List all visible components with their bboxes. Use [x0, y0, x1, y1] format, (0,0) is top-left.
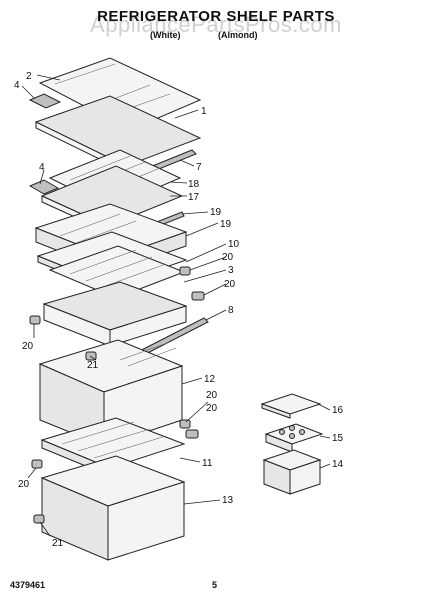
callout-13: 15: [332, 433, 344, 444]
footer-page-number: 5: [212, 580, 218, 590]
callout-20-b: 20: [22, 341, 34, 352]
callout-14: 16: [332, 405, 344, 416]
callout-7: 10: [228, 239, 240, 250]
callout-20-d: 20: [18, 479, 30, 490]
part-19-bracket-mid: [185, 429, 199, 439]
part-13-egg-tray: [264, 423, 324, 453]
callout-19-a: 20: [224, 279, 236, 290]
callout-2: 2: [26, 71, 32, 82]
model-line-white: (White): [150, 30, 181, 40]
diagram-title: REFRIGERATOR SHELF PARTS: [97, 8, 335, 25]
callout-17: 19: [210, 207, 222, 218]
part-21-roller-lower: [33, 514, 45, 524]
part-4-shelf-rail-middle: [28, 179, 60, 195]
callout-numbers: 2 4 1 7 4 18 17 19 19 10 20 3 20 8 20 21…: [14, 71, 344, 549]
model-line-almond: (Almond): [218, 30, 258, 40]
callout-5: 7: [196, 162, 202, 173]
callout-4-top: 4: [14, 80, 20, 91]
callout-12: 14: [332, 459, 344, 470]
callout-16: 18: [188, 179, 200, 190]
callout-15: 17: [188, 192, 200, 203]
callout-8: 11: [202, 458, 213, 469]
crisper-frame: [42, 281, 188, 347]
footer-part-number: 4379461: [10, 580, 46, 590]
part-12-dairy-bin: [262, 449, 322, 495]
callout-19-b: 20: [206, 403, 218, 414]
callout-11: 13: [222, 495, 234, 506]
callout-4-mid: 4: [39, 162, 45, 173]
leader-lines: [21, 74, 331, 537]
part-14-butter-door: [260, 393, 322, 419]
part-20-roller-top: [179, 266, 191, 276]
callout-1: 1: [201, 106, 207, 117]
callout-21-b: 21: [52, 538, 64, 549]
callout-6: 8: [228, 305, 234, 316]
callout-20-c: 20: [206, 390, 218, 401]
watermark: AppliancePartsPros.com: [90, 12, 342, 37]
part-20-roller-mid: [179, 419, 191, 429]
callout-21-a: 21: [87, 360, 99, 371]
callout-20-a: 20: [222, 252, 234, 263]
part-20-roller-lower: [31, 459, 43, 469]
part-19-bracket-top: [191, 291, 205, 301]
part-20-roller-left: [29, 315, 41, 325]
part-11-crisper-pan: [40, 455, 186, 561]
callout-18: 19: [220, 219, 232, 230]
part-4-shelf-rail-top: [28, 93, 62, 109]
callout-3: 3: [228, 265, 234, 276]
callout-10: 12: [204, 374, 216, 385]
